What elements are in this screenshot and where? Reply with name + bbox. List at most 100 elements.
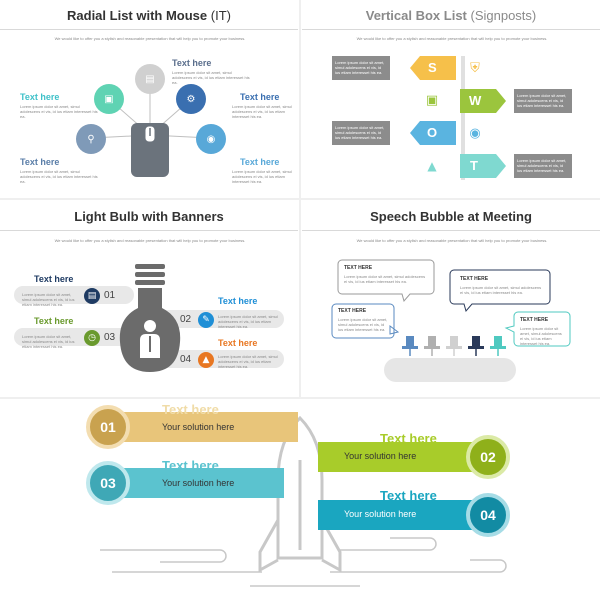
bulb-item-body: Lorem ipsum dolor sit amet, simul adoles… xyxy=(218,354,278,369)
signpost-box-text: Lorem ipsum dolor sit amet, simul adoles… xyxy=(517,93,567,108)
title-sub: (Signposts) xyxy=(466,8,537,23)
bulb-item-number: 01 xyxy=(104,290,116,301)
rocket-banner-body: Your solution here xyxy=(344,451,417,461)
bubble-body: Lorem ipsum dolor sit amet, simul adoles… xyxy=(338,317,388,332)
signpost-arrow-s xyxy=(410,56,456,80)
bulb-item-body: Lorem ipsum dolor sit amet, simul adoles… xyxy=(22,334,75,349)
radial-item-body: Lorem ipsum dolor sit amet, simul adoles… xyxy=(232,169,292,184)
panel-subtitle: We would like to offer you a stylish and… xyxy=(54,238,246,243)
radial-item-body: Lorem ipsum dolor sit amet, simul adoles… xyxy=(172,70,250,85)
mouse-icon xyxy=(131,123,169,177)
rocket-number-badge: 01 xyxy=(86,405,130,449)
rocket-banner xyxy=(318,442,494,472)
radial-item-body: Lorem ipsum dolor sit amet, simul adoles… xyxy=(20,169,98,184)
settings-circle-icon[interactable]: ⚙ xyxy=(176,84,206,114)
chart-icon: ▲ xyxy=(427,159,437,173)
bulb-item-body: Lorem ipsum dolor sit amet, simul adoles… xyxy=(22,292,75,307)
signpost-box-text: Lorem ipsum dolor sit amet, simul adoles… xyxy=(335,125,385,140)
signpost-letter: T xyxy=(470,158,478,173)
separator-horizontal xyxy=(0,397,600,399)
panel-speech-bubble[interactable]: Speech Bubble at Meeting We would like t… xyxy=(302,200,600,398)
bulb-item-number: 03 xyxy=(104,332,116,343)
badge-number: 01 xyxy=(100,419,116,435)
title-main: Radial List with Mouse xyxy=(67,8,208,23)
banner xyxy=(14,286,134,304)
title-main: Vertical Box List xyxy=(365,8,467,23)
panel-title: Speech Bubble at Meeting xyxy=(370,209,532,224)
meeting-chairs xyxy=(402,336,506,356)
signpost-text-box xyxy=(332,56,390,80)
signpost-box-text: Lorem ipsum dolor sit amet, simul adoles… xyxy=(517,158,567,173)
panel-title: Light Bulb with Banners xyxy=(74,209,224,224)
title-sub: (IT) xyxy=(207,8,231,23)
radial-item-heading: Text here xyxy=(240,92,280,102)
bubble-body: Lorem ipsum dolor sit amet, simul adoles… xyxy=(460,285,542,295)
pencil-icon: ✎ xyxy=(198,312,214,328)
rocket-banner-body: Your solution here xyxy=(162,422,235,432)
light-bulb xyxy=(119,264,181,372)
bulb-item-heading: Text here xyxy=(218,338,258,348)
bulb-item-heading: Text here xyxy=(34,316,74,326)
bubble-heading: TEXT HERE xyxy=(344,265,373,271)
radial-item-heading: Text here xyxy=(240,157,280,167)
panel-title: Vertical Box List (Signposts) xyxy=(302,8,600,23)
radial-item-heading: Text here xyxy=(172,58,212,68)
bulb-item-number: 02 xyxy=(180,314,192,325)
signpost-box-text: Lorem ipsum dolor sit amet, simul adoles… xyxy=(335,60,385,75)
panel-title: Radial List with Mouse (IT) xyxy=(0,8,298,23)
rocket-banner-heading: Text here xyxy=(380,488,437,503)
banner xyxy=(160,310,284,328)
clock-icon: ◷ xyxy=(84,330,100,346)
signpost-text-box xyxy=(514,154,572,178)
bulb-item-body: Lorem ipsum dolor sit amet, simul adoles… xyxy=(218,314,278,329)
panel-subtitle: We would like to offer you a stylish and… xyxy=(54,36,246,41)
rocket-banner xyxy=(108,468,284,498)
rocket-banner-heading: Text here xyxy=(162,458,219,473)
rocket-number-badge: 02 xyxy=(466,435,510,479)
signpost-text-box xyxy=(332,121,390,145)
panel-light-bulb[interactable]: Light Bulb with Banners We would like to… xyxy=(0,200,298,398)
banner xyxy=(160,350,284,368)
divider xyxy=(302,29,600,30)
bulb-item-heading: Text here xyxy=(34,274,74,284)
bulb-item-number: 04 xyxy=(180,354,192,365)
divider xyxy=(0,230,298,231)
flask-icon: ▲ xyxy=(198,352,214,368)
signpost-arrow-t xyxy=(460,154,506,178)
rocket-banner xyxy=(318,500,494,530)
document-icon: ▣ xyxy=(425,92,439,108)
document-circle-icon[interactable]: ▤ xyxy=(135,64,165,94)
divider xyxy=(0,29,298,30)
shield-icon: ⛨ xyxy=(470,60,480,76)
bulb-item-heading: Text here xyxy=(218,296,258,306)
panel-signposts[interactable]: Vertical Box List (Signposts) We would l… xyxy=(302,0,600,198)
badge-number: 03 xyxy=(100,475,116,491)
panel-subtitle: We would like to offer you a stylish and… xyxy=(356,36,548,41)
signpost-letter: S xyxy=(428,60,437,75)
radial-item-heading: Text here xyxy=(20,92,60,102)
badge-number: 04 xyxy=(480,507,496,523)
rocket-banner-heading: Text here xyxy=(162,402,219,417)
signpost-letter: W xyxy=(469,93,482,108)
rocket-scene xyxy=(100,415,507,587)
panel-rocket[interactable]: 01 Text here Your solution here 03 Text … xyxy=(0,400,600,600)
screen-circle-icon[interactable]: ▣ xyxy=(94,84,124,114)
rocket-number-badge: 03 xyxy=(86,461,130,505)
rocket-banner-body: Your solution here xyxy=(162,478,235,488)
speech-bubbles xyxy=(331,259,571,382)
bubble-heading: TEXT HERE xyxy=(460,276,489,282)
book-icon: ▤ xyxy=(84,288,100,304)
signpost-pole xyxy=(461,56,465,180)
radial-item-body: Lorem ipsum dolor sit amet, simul adoles… xyxy=(20,104,98,119)
rocket-banner-body: Your solution here xyxy=(344,509,417,519)
globe-circle-icon[interactable]: ◉ xyxy=(196,124,226,154)
panel-radial-list[interactable]: Radial List with Mouse (IT) We would lik… xyxy=(0,0,298,198)
badge-number: 02 xyxy=(480,449,496,465)
bubble-heading: TEXT HERE xyxy=(520,317,549,323)
search-circle-icon[interactable]: ⚲ xyxy=(76,124,106,154)
panel-subtitle: We would like to offer you a stylish and… xyxy=(356,238,548,243)
rocket-number-badge: 04 xyxy=(466,493,510,537)
separator-horizontal xyxy=(0,198,600,200)
signpost-text-box xyxy=(514,89,572,113)
signpost-arrow-w xyxy=(460,89,506,113)
